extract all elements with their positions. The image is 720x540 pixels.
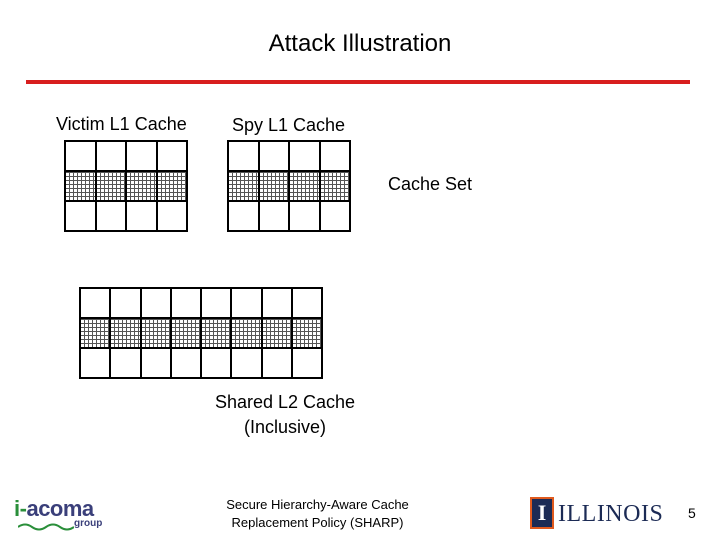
cache-line xyxy=(96,202,125,230)
cache-set-line xyxy=(229,172,258,200)
slide-title: Attack Illustration xyxy=(268,30,452,57)
cache-set-line xyxy=(320,172,349,200)
cache-line xyxy=(232,349,261,377)
cache-set-line xyxy=(157,172,186,200)
cache-set-line xyxy=(290,172,319,200)
cache-line xyxy=(229,142,258,170)
cache-set-line xyxy=(81,319,110,347)
spy-l1-cache xyxy=(227,140,351,232)
cache-line xyxy=(229,202,258,230)
cache-set-line xyxy=(127,172,156,200)
cache-line xyxy=(127,202,156,230)
cache-line xyxy=(259,202,288,230)
cache-line xyxy=(66,142,95,170)
footer-line1: Secure Hierarchy-Aware Cache xyxy=(226,497,409,512)
cache-line xyxy=(66,202,95,230)
title-divider xyxy=(26,80,690,84)
shared-l2-cache xyxy=(79,287,323,379)
cache-set-line xyxy=(262,319,291,347)
illinois-wordmark: ILLINOIS xyxy=(558,501,664,527)
cache-set-line xyxy=(292,319,321,347)
cache-line xyxy=(290,202,319,230)
cache-line xyxy=(81,289,110,317)
cache-line xyxy=(259,142,288,170)
cache-line xyxy=(320,202,349,230)
cache-set-line xyxy=(232,319,261,347)
cache-line xyxy=(127,142,156,170)
cache-set-line xyxy=(202,319,231,347)
cache-line xyxy=(262,349,291,377)
shared-l2-label-line2: (Inclusive) xyxy=(243,417,327,437)
cache-line xyxy=(292,289,321,317)
cache-line xyxy=(202,289,231,317)
iacoma-group-text: group xyxy=(74,518,103,529)
shared-l2-label: Shared L2 Cache (Inclusive) xyxy=(190,390,380,440)
spy-l1-label: Spy L1 Cache xyxy=(232,115,346,135)
cache-line xyxy=(96,142,125,170)
cache-line xyxy=(320,142,349,170)
cache-line xyxy=(171,289,200,317)
cache-set-line xyxy=(111,319,140,347)
victim-l1-cache xyxy=(64,140,188,232)
cache-line xyxy=(81,349,110,377)
footer-line2: Replacement Policy (SHARP) xyxy=(231,515,404,530)
cache-set-line xyxy=(259,172,288,200)
page-number: 5 xyxy=(688,505,696,521)
cache-set-line xyxy=(171,319,200,347)
wave-icon xyxy=(18,523,74,531)
illinois-block-i-icon: I xyxy=(530,497,554,529)
cache-set-line xyxy=(141,319,170,347)
cache-set-label: Cache Set xyxy=(388,174,473,194)
cache-line xyxy=(171,349,200,377)
cache-line xyxy=(232,289,261,317)
cache-line xyxy=(141,289,170,317)
cache-line xyxy=(141,349,170,377)
cache-line xyxy=(202,349,231,377)
cache-line xyxy=(157,142,186,170)
slide-footer: Secure Hierarchy-Aware Cache Replacement… xyxy=(205,496,430,532)
iacoma-wordmark: i-acoma xyxy=(14,496,94,521)
cache-line xyxy=(157,202,186,230)
shared-l2-label-line1: Shared L2 Cache xyxy=(214,392,356,412)
cache-line xyxy=(262,289,291,317)
cache-line xyxy=(111,289,140,317)
cache-line xyxy=(290,142,319,170)
victim-l1-label: Victim L1 Cache xyxy=(56,114,187,134)
cache-line xyxy=(111,349,140,377)
cache-line xyxy=(292,349,321,377)
iacoma-group-logo: i-acoma group xyxy=(14,496,104,536)
cache-set-line xyxy=(96,172,125,200)
cache-set-line xyxy=(66,172,95,200)
